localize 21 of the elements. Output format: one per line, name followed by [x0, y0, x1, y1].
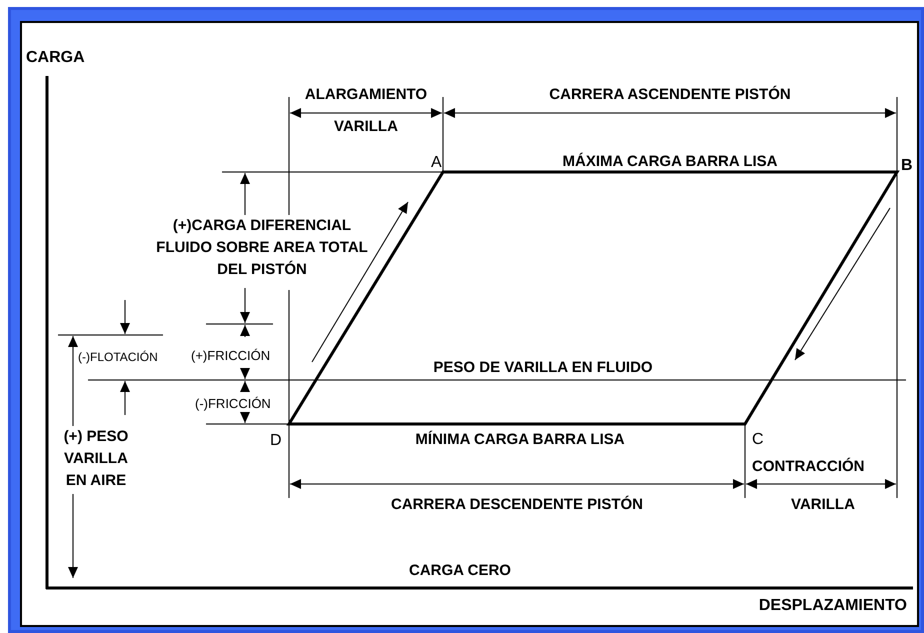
dimension-label: (-)FRICCIÓN — [195, 395, 272, 413]
axis-label: DESPLAZAMIENTO — [758, 596, 907, 616]
point-label: D — [270, 431, 283, 451]
axis-label: CARGA — [26, 48, 86, 68]
line-label: MÁXIMA CARGA BARRA LISA — [562, 152, 778, 172]
dimension-label: (-)FLOTACIÓN — [78, 349, 159, 366]
dimension-label: VARILLA — [790, 495, 856, 515]
dimension-label: CARRERA DESCENDENTE PISTÓN — [390, 494, 644, 515]
point-label: A — [431, 153, 443, 173]
line-label: CARGA CERO — [408, 561, 512, 581]
point-label: B — [901, 156, 914, 176]
line-label: PESO DE VARILLA EN FLUIDO — [432, 358, 654, 378]
dimension-label: (+)CARGA DIFERENCIAL FLUIDO SOBRE AREA TOTAL DEL PISTÓN — [156, 216, 368, 280]
point-label: C — [752, 430, 765, 450]
dimension-label: ALARGAMIENTO — [304, 85, 428, 105]
dimension-label: (+) PESO VARILLA EN AIRE — [62, 427, 130, 491]
dimension-label: CONTRACCIÓN — [752, 456, 866, 477]
dimension-label: (+)FRICCIÓN — [191, 347, 272, 365]
line-label: MÍNIMA CARGA BARRA LISA — [414, 430, 626, 450]
dimension-label: VARILLA — [333, 117, 399, 137]
dimension-label: CARRERA ASCENDENTE PISTÓN — [548, 84, 792, 105]
